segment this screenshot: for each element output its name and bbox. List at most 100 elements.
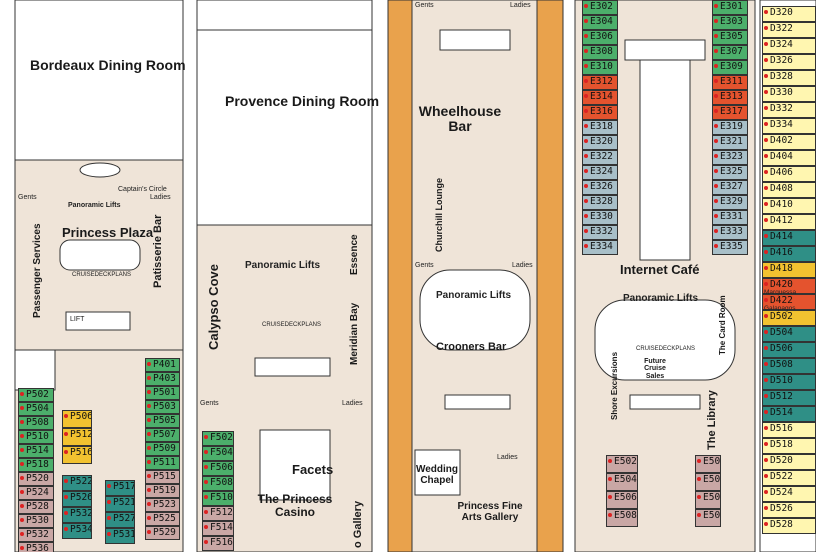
cabin-col3-2[interactable]: P532 [62,507,92,523]
cabin-col7-13[interactable]: E328 [582,195,618,210]
cabin-col11-19[interactable]: D502 [762,310,816,326]
cabin-col11-12[interactable]: D410 [762,198,816,214]
cabin-col11-3[interactable]: D326 [762,54,816,70]
cabin-col7-10[interactable]: E322 [582,150,618,165]
cabin-col11-9[interactable]: D404 [762,150,816,166]
cabin-col11-22[interactable]: D508 [762,358,816,374]
cabin-col7-12[interactable]: E326 [582,180,618,195]
cabin-col11-11[interactable]: D408 [762,182,816,198]
cabin-col2-2[interactable]: P516 [62,446,92,464]
cabin-col8-8[interactable]: E319 [712,120,748,135]
cabin-col7-2[interactable]: E306 [582,30,618,45]
cabin-col11-1[interactable]: D322 [762,22,816,38]
cabin-col11-5[interactable]: D330 [762,86,816,102]
cabin-col5-4[interactable]: P505 [145,414,180,428]
cabin-col7-4[interactable]: E310 [582,60,618,75]
cabin-col6-5[interactable]: F512 [202,506,234,521]
cabin-col8-16[interactable]: E335 [712,240,748,255]
cabin-col7-6[interactable]: E314 [582,90,618,105]
cabin-col1-7[interactable]: P524 [18,486,54,500]
cabin-col6-2[interactable]: F506 [202,461,234,476]
cabin-col11-30[interactable]: D524 [762,486,816,502]
cabin-col7-11[interactable]: E324 [582,165,618,180]
cabin-col1-11[interactable]: P536 [18,542,54,552]
cabin-col8-9[interactable]: E321 [712,135,748,150]
cabin-col11-23[interactable]: D510 [762,374,816,390]
cabin-col8-10[interactable]: E323 [712,150,748,165]
cabin-col3-1[interactable]: P526 [62,491,92,507]
cabin-col6-1[interactable]: F504 [202,446,234,461]
cabin-col11-27[interactable]: D518 [762,438,816,454]
cabin-col11-20[interactable]: D504 [762,326,816,342]
cabin-col1-2[interactable]: P508 [18,416,54,430]
cabin-col8-7[interactable]: E317 [712,105,748,120]
cabin-col11-17[interactable]: D420 [762,278,816,294]
cabin-col11-21[interactable]: D506 [762,342,816,358]
cabin-col1-8[interactable]: P528 [18,500,54,514]
cabin-col7-8[interactable]: E318 [582,120,618,135]
cabin-col11-0[interactable]: D320 [762,6,816,22]
cabin-col8-14[interactable]: E331 [712,210,748,225]
cabin-col6-4[interactable]: F510 [202,491,234,506]
cabin-col1-1[interactable]: P504 [18,402,54,416]
cabin-col9-0[interactable]: E502 [606,455,638,473]
cabin-col6-6[interactable]: F514 [202,521,234,536]
cabin-col11-4[interactable]: D328 [762,70,816,86]
cabin-col1-9[interactable]: P530 [18,514,54,528]
cabin-col8-1[interactable]: E303 [712,15,748,30]
cabin-col11-25[interactable]: D514 [762,406,816,422]
cabin-col11-6[interactable]: D332 [762,102,816,118]
cabin-col7-16[interactable]: E334 [582,240,618,255]
cabin-col10-2[interactable]: E50 [695,491,721,509]
cabin-col10-1[interactable]: E50 [695,473,721,491]
cabin-col5-10[interactable]: P523 [145,498,180,512]
cabin-col7-1[interactable]: E304 [582,15,618,30]
cabin-col7-9[interactable]: E320 [582,135,618,150]
cabin-col6-0[interactable]: F502 [202,431,234,446]
cabin-col11-24[interactable]: D512 [762,390,816,406]
cabin-col11-14[interactable]: D414 [762,230,816,246]
cabin-col1-5[interactable]: P518 [18,458,54,472]
cabin-col8-11[interactable]: E325 [712,165,748,180]
cabin-col1-0[interactable]: P502 [18,388,54,402]
cabin-col8-6[interactable]: E313 [712,90,748,105]
cabin-col8-2[interactable]: E305 [712,30,748,45]
cabin-col5-6[interactable]: P509 [145,442,180,456]
cabin-col1-4[interactable]: P514 [18,444,54,458]
cabin-col8-0[interactable]: E301 [712,0,748,15]
cabin-col2-1[interactable]: P512 [62,428,92,446]
cabin-col9-3[interactable]: E508 [606,509,638,527]
cabin-col7-7[interactable]: E316 [582,105,618,120]
cabin-col3-3[interactable]: P534 [62,523,92,539]
cabin-col5-11[interactable]: P525 [145,512,180,526]
cabin-col11-10[interactable]: D406 [762,166,816,182]
cabin-col8-5[interactable]: E311 [712,75,748,90]
cabin-col7-5[interactable]: E312 [582,75,618,90]
cabin-col10-3[interactable]: E50 [695,509,721,527]
cabin-col5-1[interactable]: P403 [145,372,180,386]
cabin-col5-8[interactable]: P515 [145,470,180,484]
cabin-col9-1[interactable]: E504 [606,473,638,491]
cabin-col4-0[interactable]: P517 [105,480,135,496]
cabin-col11-13[interactable]: D412 [762,214,816,230]
cabin-col10-0[interactable]: E50 [695,455,721,473]
cabin-col8-15[interactable]: E333 [712,225,748,240]
cabin-col11-2[interactable]: D324 [762,38,816,54]
cabin-col2-0[interactable]: P506 [62,410,92,428]
cabin-col4-1[interactable]: P521 [105,496,135,512]
cabin-col7-0[interactable]: E302 [582,0,618,15]
cabin-col1-3[interactable]: P510 [18,430,54,444]
cabin-col4-3[interactable]: P531 [105,528,135,544]
cabin-col4-2[interactable]: P527 [105,512,135,528]
cabin-col1-10[interactable]: P532 [18,528,54,542]
cabin-col11-32[interactable]: D528 [762,518,816,534]
cabin-col5-3[interactable]: P503 [145,400,180,414]
cabin-col11-15[interactable]: D416 [762,246,816,262]
cabin-col6-7[interactable]: F516 [202,536,234,551]
cabin-col7-14[interactable]: E330 [582,210,618,225]
cabin-col11-29[interactable]: D522 [762,470,816,486]
cabin-col8-4[interactable]: E309 [712,60,748,75]
cabin-col9-2[interactable]: E506 [606,491,638,509]
cabin-col8-3[interactable]: E307 [712,45,748,60]
cabin-col11-28[interactable]: D520 [762,454,816,470]
